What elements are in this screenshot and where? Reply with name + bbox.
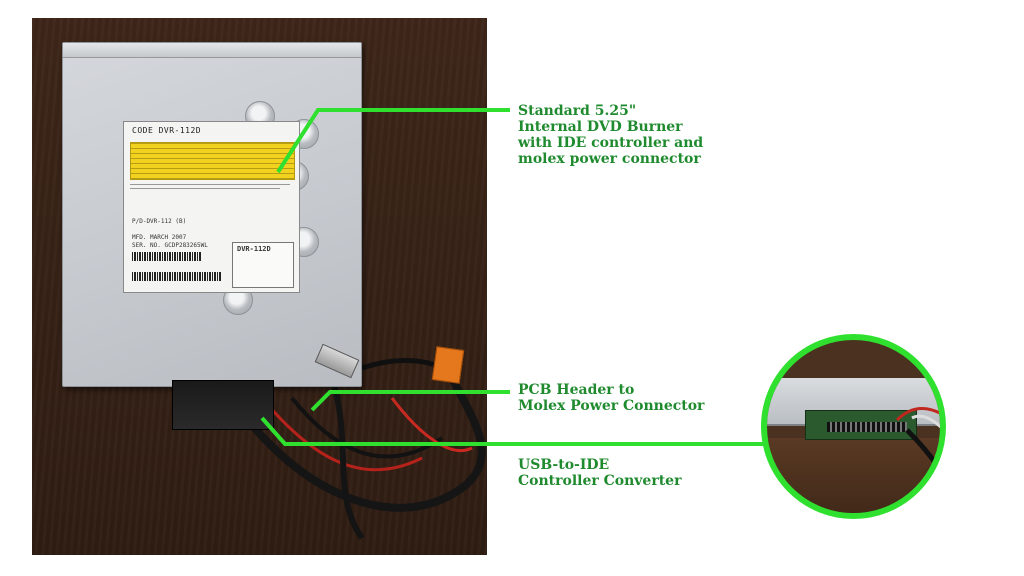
drive-label-sticker: CODE DVR-112D P/D-DVR-112 (B) MFD. MARCH… bbox=[123, 121, 300, 293]
callout-drive-line: molex power connector bbox=[518, 151, 701, 167]
serial-number-text: SER. NO. GCDP283265WL bbox=[132, 242, 208, 249]
drive-top-rim bbox=[63, 43, 361, 58]
cable-bundle bbox=[228, 358, 486, 540]
barcode bbox=[132, 252, 202, 261]
dvd-drive: CODE DVR-112D P/D-DVR-112 (B) MFD. MARCH… bbox=[62, 42, 362, 387]
callout-converter: USB-to-IDE Controller Converter bbox=[518, 457, 681, 489]
inset-ide-pins bbox=[827, 422, 907, 432]
usb-ide-adapter-board bbox=[172, 380, 274, 430]
callout-converter-line: USB-to-IDE bbox=[518, 457, 610, 473]
inset-cables bbox=[895, 406, 940, 475]
callout-header-line: PCB Header to bbox=[518, 382, 635, 398]
laser-warning-panel bbox=[130, 142, 295, 180]
model-box: DVR-112D bbox=[232, 242, 294, 288]
zoom-inset-circle bbox=[761, 334, 946, 519]
callout-drive: Standard 5.25" Internal DVD Burner with … bbox=[518, 103, 703, 167]
mfd-date-text: MFD. MARCH 2007 bbox=[132, 234, 187, 241]
callout-drive-line: with IDE controller and bbox=[518, 135, 704, 151]
product-photo: CODE DVR-112D P/D-DVR-112 (B) MFD. MARCH… bbox=[32, 18, 487, 555]
inset-wood-surface bbox=[767, 438, 940, 513]
callout-drive-line: Internal DVD Burner bbox=[518, 119, 683, 135]
callout-header: PCB Header to Molex Power Connector bbox=[518, 382, 704, 414]
model-text: DVR-112D bbox=[237, 245, 271, 253]
drive-code-text: CODE DVR-112D bbox=[132, 126, 202, 135]
callout-converter-line: Controller Converter bbox=[518, 473, 682, 489]
callout-drive-line: Standard 5.25" bbox=[518, 103, 637, 119]
callout-header-line: Molex Power Connector bbox=[518, 398, 705, 414]
part-number-text: P/D-DVR-112 (B) bbox=[132, 218, 187, 225]
barcode bbox=[132, 272, 222, 281]
